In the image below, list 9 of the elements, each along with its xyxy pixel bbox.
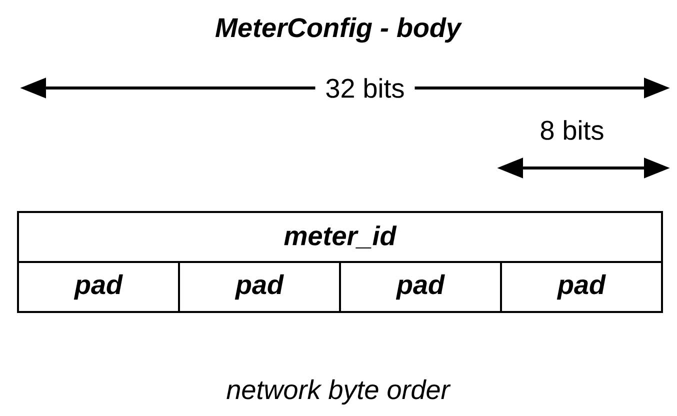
caption: network byte order (226, 379, 451, 405)
dimension-label: 8 bits (540, 120, 604, 140)
table-cell: pad (17, 261, 180, 313)
table-cell: pad (178, 261, 341, 313)
table-cell: meter_id (17, 211, 663, 263)
table-cell: pad (500, 261, 663, 313)
title: MeterConfig - body (215, 17, 462, 43)
dimension-label: 32 bits (315, 74, 415, 102)
table-cell: pad (339, 261, 502, 313)
